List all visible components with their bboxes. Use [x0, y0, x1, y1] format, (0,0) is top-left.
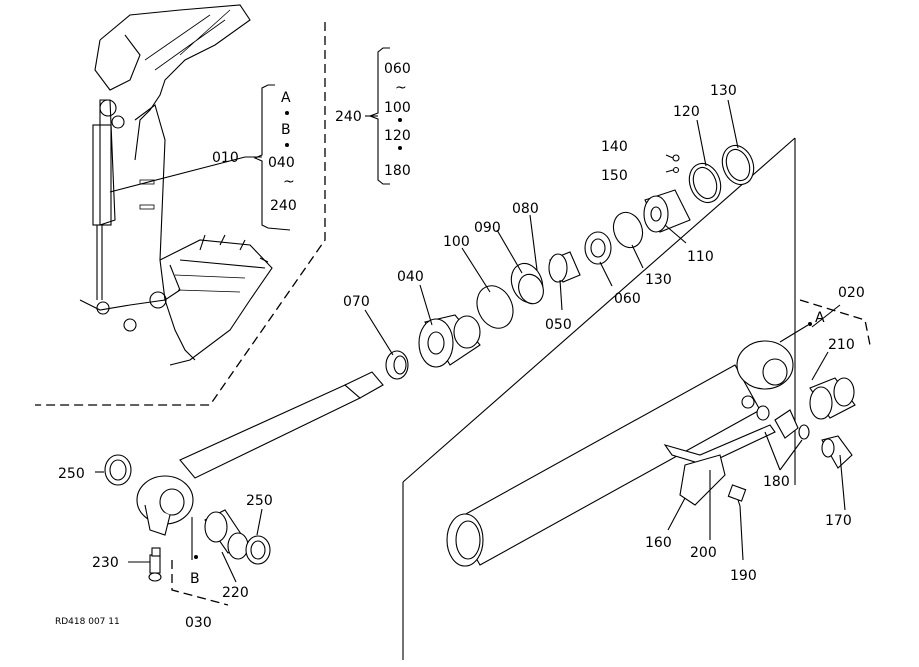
- label-group2-tilde: ~: [395, 80, 407, 96]
- label-060: 060: [614, 291, 641, 307]
- part-170-plug: [821, 435, 853, 469]
- label-050: 050: [545, 317, 572, 333]
- label-030: 030: [185, 615, 212, 631]
- bullet-dots: [194, 111, 812, 559]
- label-140: 140: [601, 139, 628, 155]
- label-group2-060: 060: [384, 61, 411, 77]
- part-040-rod-cover: [418, 314, 481, 368]
- label-210: 210: [828, 337, 855, 353]
- label-090: 090: [474, 220, 501, 236]
- label-marker-b-group: B: [281, 122, 291, 138]
- part-050-bushing: [548, 251, 581, 283]
- label-240: 240: [335, 109, 362, 125]
- label-080: 080: [512, 201, 539, 217]
- part-130-ring-lower: [612, 211, 644, 249]
- part-160-200-pipe: [663, 405, 810, 506]
- label-160: 160: [645, 535, 672, 551]
- part-230-grease-nipple: [148, 547, 162, 582]
- label-group1-040: 040: [268, 155, 295, 171]
- part-120-ring: [688, 162, 722, 204]
- part-060-piston-ring: [584, 231, 612, 265]
- part-labels: 010 A B 040 ~ 240 240 060 ~ 100 120 180 …: [55, 61, 865, 631]
- label-220: 220: [222, 585, 249, 601]
- label-250-right: 250: [246, 493, 273, 509]
- label-marker-b-rod: B: [190, 571, 200, 587]
- label-040: 040: [397, 269, 424, 285]
- label-180: 180: [763, 474, 790, 490]
- label-group2-180: 180: [384, 163, 411, 179]
- part-250-ring-right: [245, 535, 271, 565]
- part-210-bushing: [809, 377, 856, 420]
- reference-code: RD418 007 11: [55, 617, 120, 627]
- label-170: 170: [825, 513, 852, 529]
- leader-lines: [95, 99, 846, 583]
- label-marker-a-cylinder: A: [815, 310, 825, 326]
- label-120: 120: [673, 104, 700, 120]
- machine-outline: [79, 4, 273, 366]
- label-group2-120: 120: [384, 128, 411, 144]
- label-130-lower: 130: [645, 272, 672, 288]
- label-marker-a-group: A: [281, 90, 291, 106]
- label-010: 010: [212, 150, 239, 166]
- label-230: 230: [92, 555, 119, 571]
- label-110: 110: [687, 249, 714, 265]
- label-250-left: 250: [58, 466, 85, 482]
- cylinder-tube: [446, 340, 794, 567]
- part-220-bushing: [204, 509, 249, 560]
- part-250-ring-left: [104, 454, 132, 486]
- part-110-piston: [643, 189, 691, 233]
- part-100-o-ring: [476, 285, 514, 329]
- group-bracket-010: [253, 84, 291, 231]
- label-100: 100: [443, 234, 470, 250]
- piston-rod: [136, 371, 384, 536]
- label-150: 150: [601, 168, 628, 184]
- label-group2-100: 100: [384, 100, 411, 116]
- part-190-bolt: [727, 484, 747, 507]
- part-090-080-seal: [510, 262, 544, 305]
- part-070-seal: [385, 350, 409, 380]
- label-190: 190: [730, 568, 757, 584]
- label-070: 070: [343, 294, 370, 310]
- label-200: 200: [690, 545, 717, 561]
- part-130-ring-upper: [721, 144, 755, 186]
- label-130-upper: 130: [710, 83, 737, 99]
- part-140-150-fittings: [672, 154, 680, 174]
- label-020: 020: [838, 285, 865, 301]
- label-group1-240: 240: [270, 198, 297, 214]
- label-group1-tilde: ~: [283, 174, 295, 190]
